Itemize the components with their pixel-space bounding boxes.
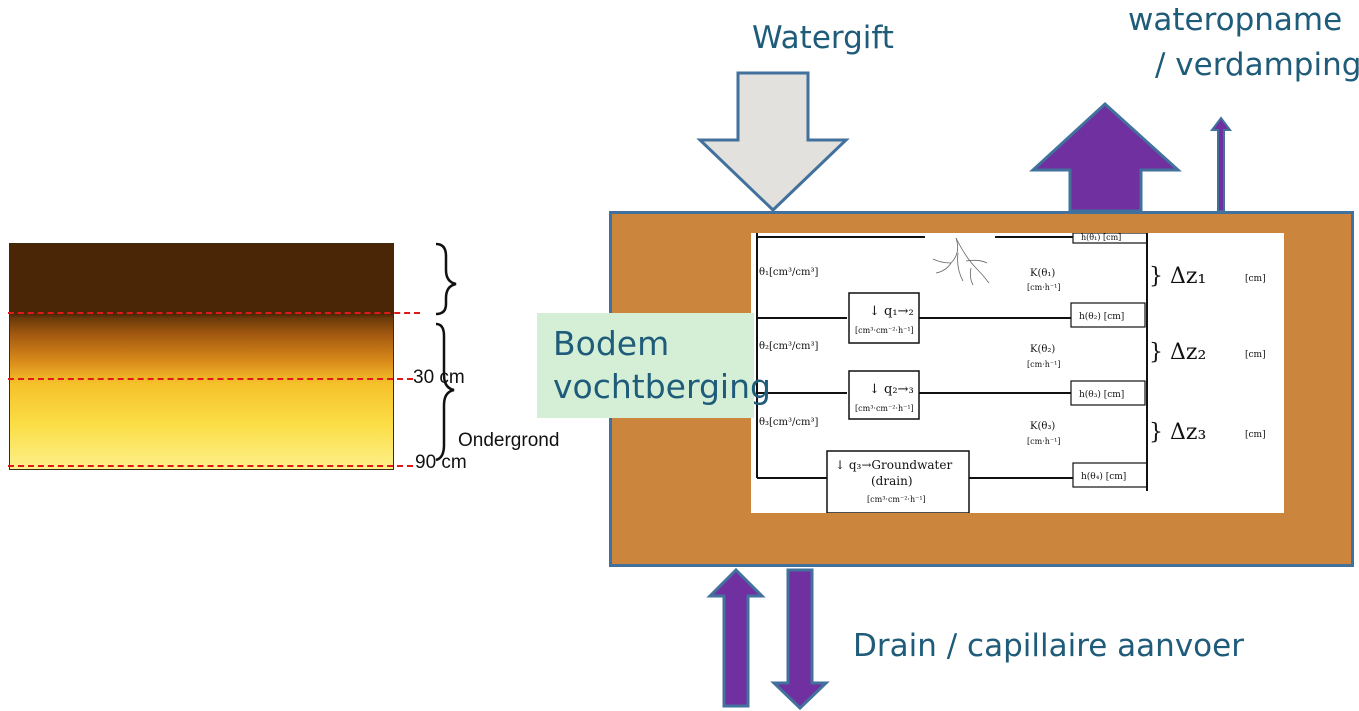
flux-q23-unit: [cm³·cm⁻²·h⁻¹] — [855, 404, 914, 413]
water-input-label: Watergift — [752, 20, 894, 56]
flux-q3gw-drain-label: (drain) — [871, 474, 913, 488]
conductivity-k2-unit: [cm·h⁻¹] — [1027, 360, 1060, 369]
drain-down-arrow-icon — [770, 568, 830, 711]
flux-q12-label: ↓ q₁→₂ — [869, 304, 914, 319]
pressure-head-h4-label: h(θ₄) [cm] — [1081, 471, 1126, 482]
flux-q23-label: ↓ q₂→₃ — [869, 382, 914, 397]
uptake-label-line2: / verdamping — [1155, 47, 1359, 83]
root-sketch-icon — [932, 237, 990, 286]
conductivity-k1-unit: [cm·h⁻¹] — [1027, 283, 1060, 292]
layer-brace-bottom-icon — [435, 322, 455, 462]
uptake-label-line1: wateropname — [1128, 2, 1343, 38]
soil-storage-label-box — [537, 313, 754, 418]
layer-brace-icons — [435, 242, 457, 462]
soil-storage-label-line1: Bodem — [553, 324, 670, 363]
flux-q3gw-unit: [cm³·cm⁻²·h⁻¹] — [867, 495, 926, 504]
conductivity-k3-unit: [cm·h⁻¹] — [1027, 437, 1060, 446]
layer-brace-top-icon — [435, 242, 457, 316]
depth-label-90cm: 90 cm — [415, 452, 467, 473]
pressure-head-h3-label: h(θ₃) [cm] — [1079, 389, 1124, 400]
layer-boundary-line-30cm — [8, 378, 413, 380]
layer-thickness-dz1-label: } Δz₁ — [1149, 264, 1206, 289]
layer-thickness-dz2-unit: [cm] — [1245, 350, 1266, 360]
layer-thickness-dz3-label: } Δz₃ — [1149, 420, 1206, 445]
conductivity-k1-label: K(θ₁) — [1030, 268, 1055, 279]
flux-q3gw-label: ↓ q₃→Groundwater — [835, 458, 952, 472]
layer-boundary-line-90cm — [8, 465, 413, 467]
conductivity-k2-label: K(θ₂) — [1030, 344, 1055, 355]
layer-boundary-line-top — [8, 312, 420, 314]
pressure-head-h2-label: h(θ₂) [cm] — [1079, 311, 1124, 322]
uptake-arrow-icon — [1029, 101, 1182, 213]
subsoil-label: Ondergrond — [458, 430, 560, 451]
pressure-head-h1-label: h(θ₁) [cm] — [1081, 233, 1121, 242]
drain-up-arrow-icon — [706, 567, 766, 708]
depth-label-30cm: 30 cm — [413, 367, 465, 384]
theta2-label: θ₂[cm³/cm³] — [759, 341, 818, 352]
soil-layer-model-panel: θ₁[cm³/cm³] θ₂[cm³/cm³] θ₃[cm³/cm³] ↓ q₁… — [751, 232, 1284, 514]
soil-storage-label-line2: vochtberging — [553, 367, 771, 406]
layer-thickness-dz3-unit: [cm] — [1245, 430, 1266, 440]
conductivity-k3-label: K(θ₃) — [1030, 421, 1055, 432]
theta3-label: θ₃[cm³/cm³] — [759, 417, 818, 428]
layer-thickness-dz2-label: } Δz₂ — [1149, 340, 1206, 365]
soil-storage-label: Bodem vochtberging — [553, 322, 771, 408]
soil-profile-gradient — [9, 243, 394, 470]
drain-capillary-label: Drain / capillaire aanvoer — [853, 628, 1244, 664]
water-input-arrow-icon — [696, 71, 850, 213]
model-schematic: θ₁[cm³/cm³] θ₂[cm³/cm³] θ₃[cm³/cm³] ↓ q₁… — [756, 232, 1266, 514]
layer-thickness-dz1-unit: [cm] — [1245, 274, 1266, 284]
evaporation-arrow-icon — [1210, 116, 1232, 212]
flux-q12-unit: [cm³·cm⁻²·h⁻¹] — [855, 326, 914, 335]
theta1-label: θ₁[cm³/cm³] — [759, 267, 818, 278]
